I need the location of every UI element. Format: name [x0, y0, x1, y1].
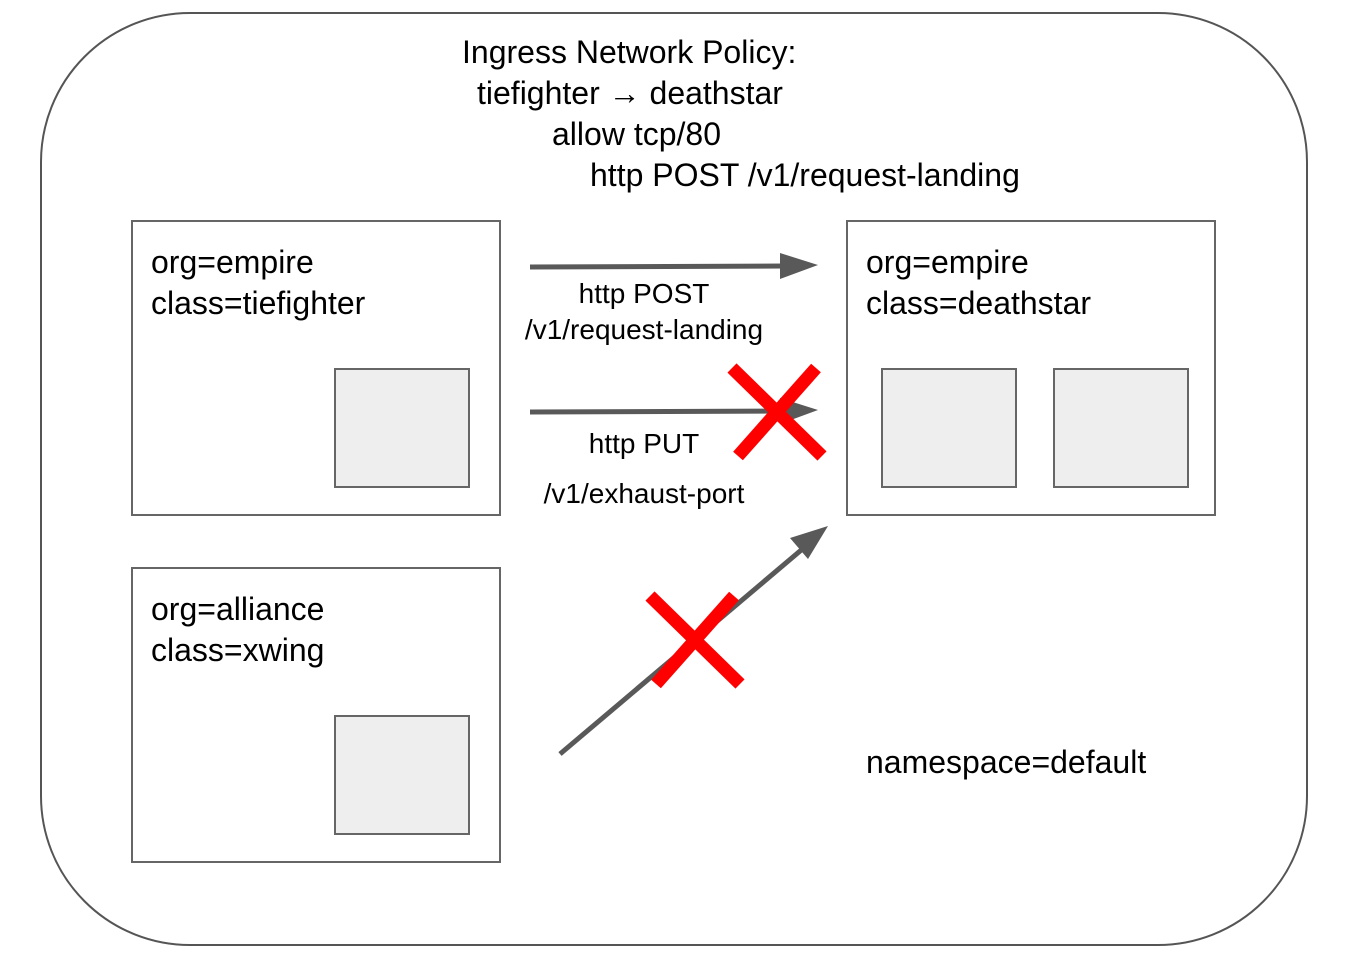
post-path-label: /v1/request-landing	[524, 314, 764, 345]
namespace-boundary	[40, 12, 1308, 946]
deathstar-org-label: org=empire	[866, 244, 1029, 280]
policy-http-rule: http POST /v1/request-landing	[590, 157, 1020, 193]
put-method-label: http PUT	[588, 428, 700, 459]
xwing-arrowhead	[790, 526, 828, 559]
put-path-label: /v1/exhaust-port	[543, 478, 745, 509]
post-arrow-line	[529, 263, 787, 270]
put-edge-label: http PUT /v1/exhaust-port	[526, 426, 762, 512]
xwing-pod	[334, 715, 470, 835]
deathstar-label: org=empire class=deathstar	[866, 242, 1091, 324]
tiefighter-group: org=empire class=tiefighter	[131, 220, 501, 516]
xwing-class-label: class=xwing	[151, 632, 325, 668]
deathstar-class-label: class=deathstar	[866, 285, 1092, 321]
namespace-label: namespace=default	[866, 744, 1147, 780]
tiefighter-label: org=empire class=tiefighter	[151, 242, 365, 324]
deathstar-pod-2	[1053, 368, 1189, 488]
post-method-label: http POST	[578, 278, 710, 309]
post-arrow	[529, 253, 818, 279]
policy-port-rule: allow tcp/80	[552, 116, 721, 152]
policy-direction: tiefighter → deathstar	[477, 75, 783, 111]
tiefighter-pod	[334, 368, 470, 488]
post-arrowhead	[780, 253, 818, 279]
deathstar-group: org=empire class=deathstar	[846, 220, 1216, 516]
tiefighter-class-label: class=tiefighter	[151, 285, 366, 321]
policy-title: Ingress Network Policy:	[462, 34, 797, 70]
put-deny-stroke-2	[733, 363, 821, 461]
put-arrow-line	[529, 408, 787, 415]
xwing-deny-icon	[645, 591, 745, 689]
tiefighter-org-label: org=empire	[151, 244, 314, 280]
deathstar-pod-1	[881, 368, 1017, 488]
xwing-label: org=alliance class=xwing	[151, 589, 324, 671]
post-edge-label: http POST /v1/request-landing	[516, 276, 772, 348]
xwing-group: org=alliance class=xwing	[131, 567, 501, 863]
put-deny-icon	[727, 363, 827, 461]
xwing-deny-stroke-2	[651, 591, 739, 689]
xwing-org-label: org=alliance	[151, 591, 325, 627]
